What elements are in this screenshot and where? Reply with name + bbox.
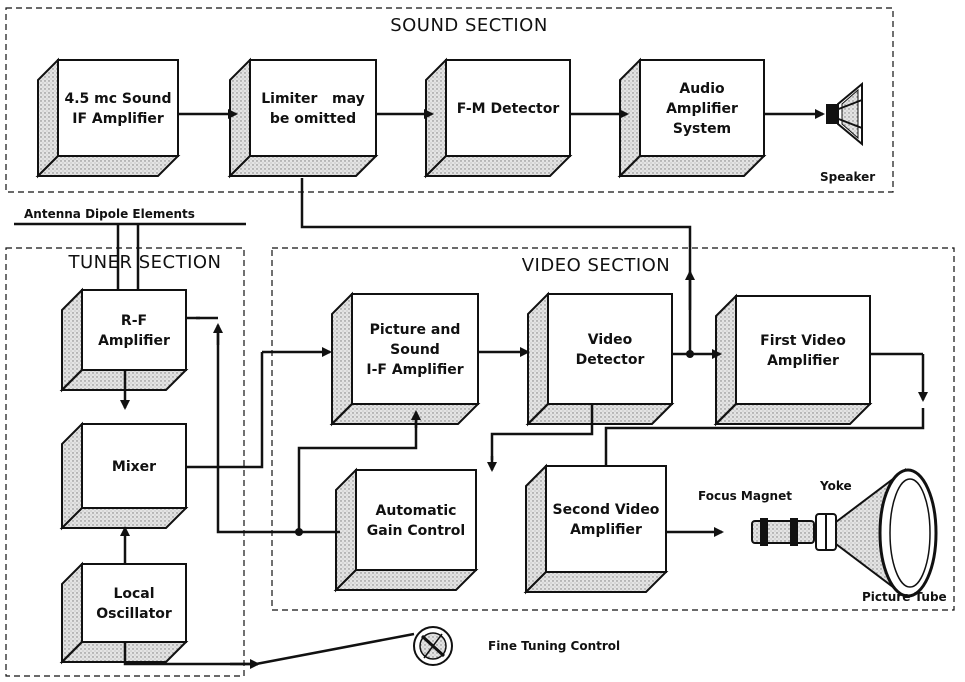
signal-wires xyxy=(14,109,928,669)
sound-section-frame xyxy=(5,7,894,193)
block-label-line: R-F xyxy=(121,313,147,329)
block-sound-if: 4.5 mc Sound IF Amplifier xyxy=(35,57,181,179)
speaker-label: Speaker xyxy=(820,170,875,184)
block-label-line: IF Amplifier xyxy=(72,111,164,127)
sound-section-title: SOUND SECTION xyxy=(390,15,548,36)
block-label-line: Video xyxy=(588,332,633,348)
block-label-line: Amplifier xyxy=(98,333,170,349)
block-label-line: Picture and xyxy=(370,322,461,338)
block-label-line: be omitted xyxy=(270,111,356,127)
block-limiter: Limiter may be omitted xyxy=(227,57,379,179)
block-fm-detector: F-M Detector xyxy=(423,57,573,179)
yoke-label: Yoke xyxy=(819,479,852,493)
block-label-line: I-F Amplifier xyxy=(366,362,463,378)
antenna-label: Antenna Dipole Elements xyxy=(24,207,195,221)
picture-tube-label: Picture Tube xyxy=(862,590,947,604)
block-label-line: Amplifier xyxy=(570,522,642,538)
focus-magnet-label: Focus Magnet xyxy=(698,489,792,503)
block-label-line: Audio xyxy=(679,81,725,97)
block-label-line: Oscillator xyxy=(96,606,172,622)
video-section-title: VIDEO SECTION xyxy=(522,255,671,276)
block-label-line: Second Video xyxy=(553,502,660,518)
block-label-line: Automatic xyxy=(376,503,457,519)
speaker-icon xyxy=(826,81,863,147)
fine-tuning-label: Fine Tuning Control xyxy=(488,639,620,653)
block-label-line: Gain Control xyxy=(367,523,465,539)
block-label-line: Limiter may xyxy=(261,91,365,107)
fine-tuning-knob-icon[interactable] xyxy=(413,626,453,666)
block-label-line: Amplifier xyxy=(666,101,738,117)
tuner-section-title: TUNER SECTION xyxy=(67,252,221,273)
block-label-line: Sound xyxy=(390,342,440,358)
video-section-frame xyxy=(271,247,955,611)
block-label-line: System xyxy=(673,121,731,137)
block-label-line: First Video xyxy=(760,333,846,349)
block-label-line: F-M Detector xyxy=(457,101,560,117)
block-label-line: Amplifier xyxy=(767,353,839,369)
block-label-line: Detector xyxy=(576,352,645,368)
block-label-line: 4.5 mc Sound xyxy=(64,91,171,107)
block-label-line: Local xyxy=(113,586,154,602)
picture-tube-icon xyxy=(751,467,938,599)
block-mixer: Mixer xyxy=(59,421,189,531)
tuner-section-frame xyxy=(5,247,245,677)
block-rf-amp: R-F Amplifier xyxy=(59,287,189,393)
block-label-line: Mixer xyxy=(112,459,156,475)
